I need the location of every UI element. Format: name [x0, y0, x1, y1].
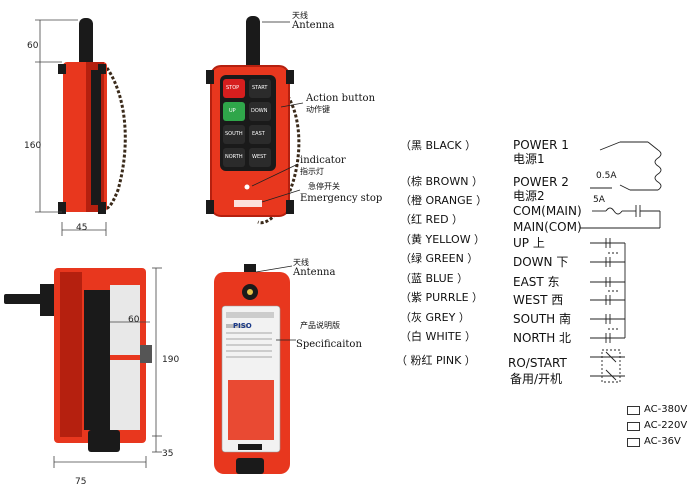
back-antenna-label-cn: 天线 [293, 258, 309, 267]
emergency-label-en: Emergency stop [300, 193, 383, 204]
wiring-diagram [580, 141, 662, 383]
button-east: EAST [252, 131, 265, 137]
terminal-power2-cn: 电源2 [513, 189, 545, 203]
indicator-label-cn: 指示灯 [300, 167, 324, 176]
bottom-view-remote [4, 268, 152, 452]
antenna-label-en: Antenna [292, 20, 335, 31]
button-start: START [252, 85, 268, 91]
spec-label-en: Specificaiton [296, 339, 362, 350]
voltage-checkbox [627, 406, 640, 415]
fuse-label-5a: 5A [593, 195, 605, 205]
terminal-down: DOWN 下 [513, 255, 569, 269]
wire-color-item: （灰 GREY ） [400, 311, 470, 324]
wire-color-item: （黑 BLACK ） [400, 139, 477, 152]
action-button-label-cn: 动作键 [306, 105, 330, 114]
side-dimension-lines [35, 19, 107, 236]
button-west: WEST [252, 154, 267, 160]
dim-bottom-depth: 60 [128, 315, 140, 325]
terminal-west: WEST 西 [513, 293, 564, 307]
wire-color-item: （白 WHITE ） [400, 330, 477, 343]
dim-side-body: 160 [24, 141, 42, 151]
wire-color-item: （棕 BROWN ） [400, 175, 483, 188]
dim-bottom-stem: 35 [162, 449, 174, 459]
wire-color-item: （紫 PURRLE ） [400, 291, 484, 304]
dim-bottom-height: 190 [162, 355, 180, 365]
wire-color-item: （黄 YELLOW ） [400, 233, 486, 246]
terminal-main-com: MAIN(COM) [513, 220, 582, 234]
bottom-dimension-lines [53, 267, 162, 468]
spec-label-cn: 产品说明版 [300, 321, 340, 330]
terminal-power1-cn: 电源1 [513, 152, 545, 166]
front-view-remote [206, 16, 301, 225]
dim-side-top: 60 [27, 41, 39, 51]
terminal-south: SOUTH 南 [513, 312, 572, 326]
dim-side-width: 45 [76, 223, 88, 233]
button-south: SOUTH [225, 131, 243, 137]
terminal-power2: POWER 2 [513, 175, 569, 189]
terminal-up: UP 上 [513, 236, 545, 250]
terminal-power1: POWER 1 [513, 138, 569, 152]
back-antenna-label-en: Antenna [293, 267, 336, 278]
voltage-option: AC-36V [644, 436, 681, 447]
wire-color-item: （ 粉红 PINK ） [396, 354, 476, 367]
terminal-north: NORTH 北 [513, 331, 572, 345]
button-down: DOWN [251, 108, 268, 114]
voltage-checkbox [627, 438, 640, 447]
button-up: UP [229, 108, 236, 114]
back-plate-brand: PISO [233, 322, 252, 330]
terminal-ro-start: RO/START [508, 356, 567, 370]
wire-color-item: （蓝 BLUE ） [400, 272, 469, 285]
side-view-remote [58, 18, 127, 214]
button-north: NORTH [225, 154, 243, 160]
terminal-east: EAST 东 [513, 275, 560, 289]
dim-bottom-width: 75 [75, 477, 87, 487]
back-callout-lines [255, 265, 296, 341]
button-stop: STOP [226, 85, 240, 91]
back-view-remote [214, 264, 290, 474]
wire-color-item: （红 RED ） [400, 213, 464, 226]
voltage-checkbox [627, 422, 640, 431]
emergency-label-cn: 急停开关 [308, 182, 340, 191]
fuse-label-05a: 0.5A [596, 171, 617, 181]
voltage-option: AC-380V [644, 404, 688, 415]
wire-color-item: （绿 GREEN ） [400, 252, 479, 265]
wire-color-item: （橙 ORANGE ） [400, 194, 488, 207]
terminal-ro-start-cn: 备用/开机 [510, 372, 563, 386]
indicator-label-en: indicator [300, 155, 346, 166]
action-button-label-en: Action button [306, 93, 376, 104]
front-callout-lines [251, 21, 304, 203]
antenna-label-cn: 天线 [292, 11, 308, 20]
voltage-option: AC-220V [644, 420, 688, 431]
terminal-com-main: COM(MAIN) [513, 204, 582, 218]
